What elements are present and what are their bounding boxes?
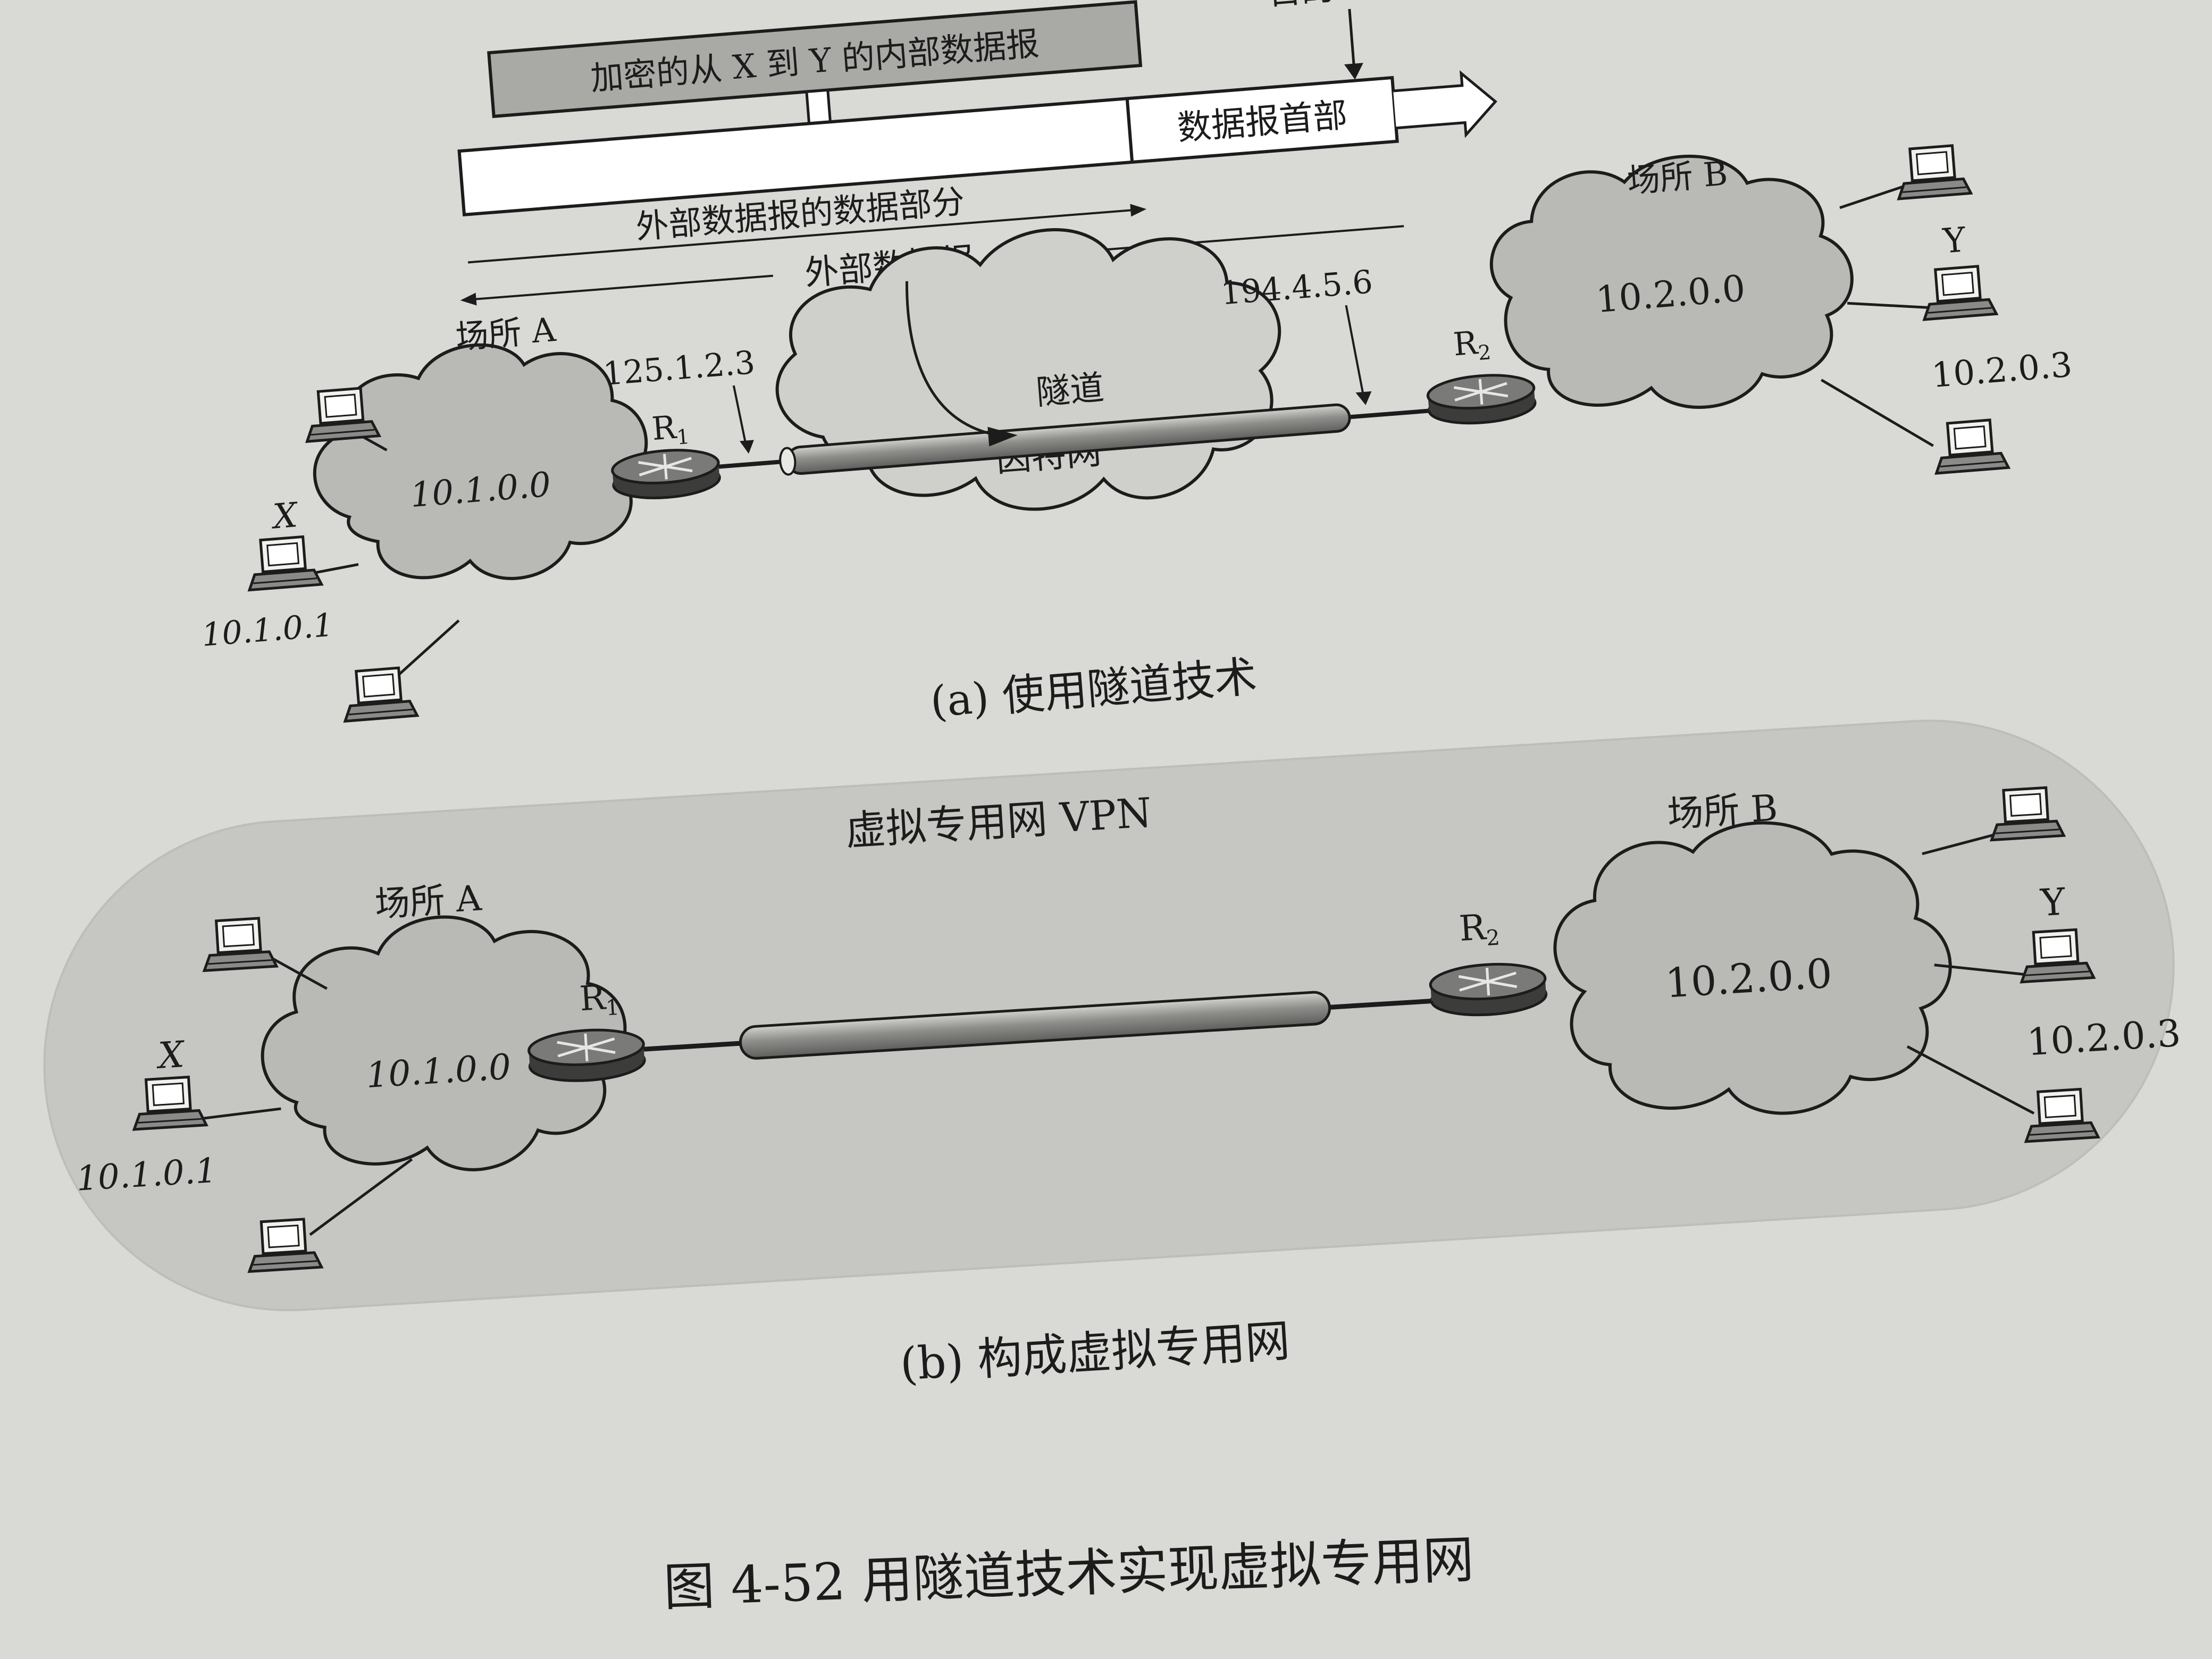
site-b-network-address-vpn: 10.2.0.0 <box>1664 950 1833 1007</box>
data-part-dimension-line <box>467 208 1136 264</box>
host-a1-link-vpn <box>265 954 328 990</box>
r2-tunnel-link <box>1349 408 1429 420</box>
r2-ip-pointer <box>1345 305 1365 400</box>
host-x-label-vpn: X <box>154 1034 187 1077</box>
tunnel-left-opening <box>779 447 797 476</box>
header-divider <box>1125 98 1134 163</box>
r2-ip-pointer-head <box>1355 391 1372 405</box>
site-b-label: 场所 B <box>1626 154 1729 200</box>
router-r2-label-vpn: R2 <box>1458 906 1501 952</box>
host-y-label: Y <box>1941 220 1968 261</box>
host-b3-link <box>1821 379 1934 447</box>
site-b-cloud-vpn <box>1553 821 1952 1115</box>
router-r2-vpn <box>1429 962 1548 1017</box>
tunnel-label: 隧道 <box>1035 368 1105 413</box>
r2-vpn-link <box>1329 998 1436 1010</box>
host-y-label-vpn: Y <box>2039 880 2067 925</box>
host-b1-link-vpn <box>1922 832 2001 856</box>
host-a3-link <box>393 619 460 680</box>
site-a-cloud-vpn <box>261 915 627 1171</box>
diagram-b: 虚拟专用网 VPN 10.1.0.0 场所 A 10.2.0.0 场所 B R1… <box>43 719 2182 1390</box>
r1-ip-pointer <box>732 385 748 449</box>
outer-dim-line-left <box>471 274 773 301</box>
dest-arrow-line <box>1348 9 1356 70</box>
host-x-label: X <box>269 496 300 537</box>
packet-path-arrow <box>987 426 1018 447</box>
host-x-ip-vpn: 10.1.0.1 <box>75 1151 218 1199</box>
host-b3-link-vpn <box>1906 1045 2035 1115</box>
host-y-link <box>1847 301 1928 309</box>
router-r1-label-vpn: R1 <box>579 977 620 1022</box>
packet-path-curve <box>905 281 994 436</box>
router-r2-label: R2 <box>1452 323 1492 366</box>
host-x-link-vpn <box>196 1107 281 1121</box>
r1-vpn-link <box>639 1041 741 1052</box>
site-a-label-vpn: 场所 A <box>374 877 483 925</box>
host-x-link <box>311 563 359 575</box>
router-r1-label: R1 <box>650 408 690 451</box>
router-r1-vpn <box>527 1028 646 1082</box>
host-b1-link <box>1839 186 1903 210</box>
dest-arrow-head <box>1344 63 1363 80</box>
outer-datagram-direction-arrow <box>1393 70 1497 138</box>
router-r2 <box>1426 374 1537 425</box>
host-y-link-vpn <box>1934 963 2031 977</box>
router-r1 <box>611 449 721 499</box>
site-b-label-vpn: 场所 B <box>1666 787 1779 836</box>
host-y-ip-vpn: 10.2.0.3 <box>2026 1011 2182 1065</box>
site-a-network-address-vpn: 10.1.0.0 <box>365 1046 512 1096</box>
site-b-cloud <box>1489 154 1854 409</box>
outer-dim-arrow-left <box>460 292 477 306</box>
data-part-dim-arrow <box>1130 204 1147 217</box>
r1-tunnel-link <box>718 459 788 469</box>
site-a-label: 场所 A <box>454 310 558 357</box>
host-a3-link-vpn <box>309 1158 413 1236</box>
r1-ip-pointer-head <box>740 440 754 454</box>
